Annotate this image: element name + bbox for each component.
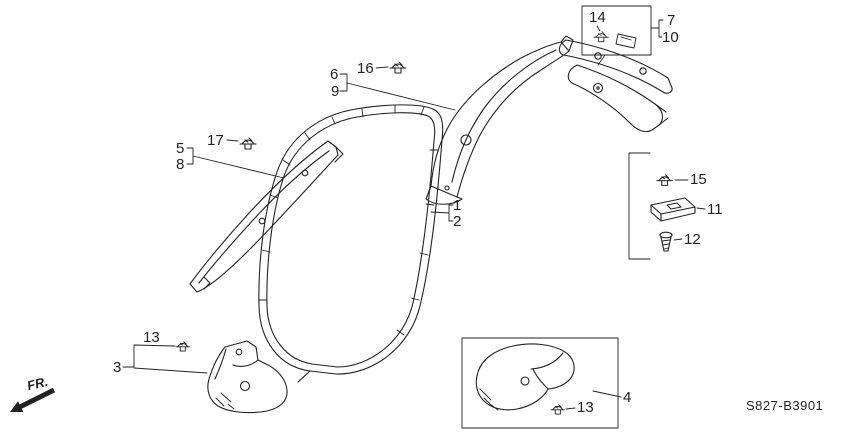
cowl-side-trim-drawing (175, 340, 288, 414)
clip-icon (175, 341, 191, 352)
fastener-group-drawing (650, 174, 696, 252)
part-label-16: 16 (357, 60, 374, 77)
part-label-12: 12 (684, 231, 701, 248)
part-label-8: 8 (176, 156, 185, 173)
quarter-trim-detail-box (461, 337, 619, 429)
part-label-6: 6 (330, 66, 339, 83)
part-label-7: 7 (667, 12, 676, 29)
part-label-9: 9 (331, 83, 340, 100)
front-pillar-garnish-drawing (189, 140, 344, 293)
bracket-11-drawing (650, 197, 696, 215)
part-label-3: 3 (113, 359, 122, 376)
clip-icon (593, 31, 609, 43)
door-opening-seal-drawing (258, 104, 444, 383)
clip-icon (239, 137, 257, 150)
part-label-5: 5 (176, 140, 185, 157)
leader-lines (122, 19, 706, 410)
part-label-13-left: 13 (143, 329, 160, 346)
part-label-17: 17 (207, 132, 224, 149)
detail-box-outline (461, 337, 619, 429)
screw-12-drawing (659, 231, 673, 252)
clip-icon (656, 174, 673, 186)
part-label-2: 2 (453, 213, 462, 230)
roof-side-garnish-drawing (558, 39, 673, 133)
fr-arrow-icon (10, 387, 56, 412)
part-label-15: 15 (690, 171, 707, 188)
clip-icon (389, 61, 407, 74)
part-label-4: 4 (623, 389, 632, 406)
part-label-13-right: 13 (577, 399, 594, 416)
center-pillar-garnish-drawing (425, 35, 574, 205)
part-label-11: 11 (707, 201, 723, 218)
clip-14-box-outline (581, 5, 652, 56)
clip-14-box (581, 5, 652, 56)
diagram-code: S827-B3901 (746, 398, 824, 413)
part-label-10: 10 (662, 29, 679, 46)
part-label-14: 14 (589, 9, 606, 26)
part-label-1: 1 (453, 197, 462, 214)
clip-icon (550, 404, 566, 415)
